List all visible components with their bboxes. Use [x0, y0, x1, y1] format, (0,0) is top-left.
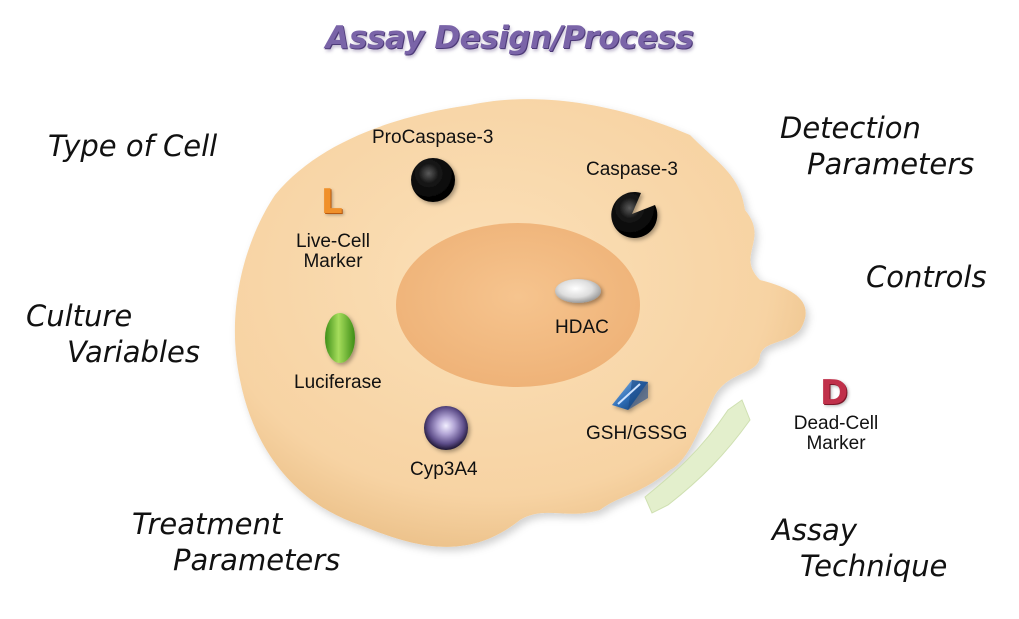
label-controls: Controls	[866, 260, 987, 294]
hdac-oval-icon	[555, 279, 601, 303]
label-procaspase: ProCaspase-3	[372, 127, 494, 148]
luciferase-capsule-icon	[325, 313, 355, 363]
label-hdac: HDAC	[555, 317, 609, 338]
membrane-break	[644, 399, 751, 514]
label-gsh-gssg: GSH/GSSG	[586, 423, 688, 444]
dead-cell-marker-icon: D	[820, 373, 849, 413]
label-assay-technique: Assay Technique	[772, 513, 948, 583]
label-cyp3a4: Cyp3A4	[410, 459, 478, 480]
procaspase-sphere-icon	[411, 158, 455, 202]
nucleus	[396, 223, 640, 387]
label-type-of-cell: Type of Cell	[48, 129, 218, 163]
live-cell-marker-icon: L	[321, 182, 343, 222]
label-treatment-parameters: Treatment Parameters	[132, 507, 341, 577]
label-luciferase: Luciferase	[294, 372, 382, 393]
gsh-prism-icon	[612, 380, 648, 410]
label-live-cell-marker: Live-Cell Marker	[296, 231, 370, 272]
label-detection-parameters: Detection Parameters	[780, 111, 975, 181]
label-caspase: Caspase-3	[586, 159, 678, 180]
caspase-pacman-icon	[611, 191, 658, 238]
label-dead-cell-marker: Dead-Cell Marker	[793, 413, 879, 454]
label-culture-variables: Culture Variables	[26, 299, 200, 369]
cyp-sphere-icon	[424, 406, 468, 450]
page-title: Assay Design/Process	[325, 20, 694, 56]
